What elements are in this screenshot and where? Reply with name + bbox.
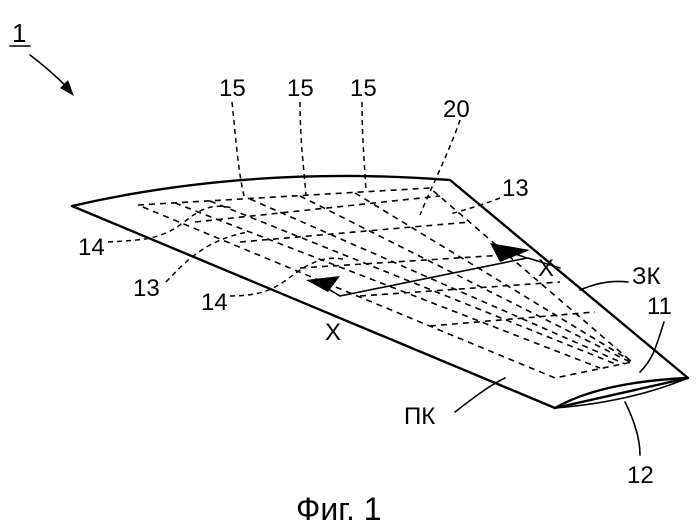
- leader-spar: [449, 197, 501, 215]
- wing-tip-upper: [553, 376, 690, 410]
- leader-stringer: [107, 205, 233, 243]
- figure-pointer-arrowhead: [60, 80, 74, 96]
- wing-tip-lower: [554, 377, 689, 409]
- leader-panel: [419, 119, 461, 216]
- wing-outline: [70, 174, 690, 410]
- rib-line: [239, 221, 471, 243]
- label-stringer: 14: [201, 289, 228, 316]
- label-section: Х: [325, 319, 341, 346]
- spar-line: [249, 198, 626, 365]
- spar-line: [354, 192, 632, 362]
- label-rib: 15: [350, 75, 377, 102]
- leader-stringer: [229, 257, 346, 297]
- label-lower-skin: 12: [627, 462, 654, 489]
- label-rib: 15: [219, 75, 246, 102]
- leader-upper-skin: [639, 321, 665, 373]
- label-section: Х: [538, 255, 554, 282]
- figure-number: 1: [12, 18, 26, 48]
- label-spar: 13: [502, 175, 529, 202]
- leader-rib: [231, 101, 245, 197]
- spar-line: [174, 202, 601, 369]
- label-spar: 13: [133, 275, 160, 302]
- rib-line: [359, 281, 561, 297]
- leader-lower-skin: [624, 401, 641, 456]
- rib-line: [299, 253, 521, 269]
- figure-caption: Фиг. 1: [296, 491, 382, 527]
- label-upper-skin: 11: [647, 293, 672, 320]
- section-tick: [527, 257, 561, 269]
- section-arrowhead: [306, 276, 340, 292]
- leader-trailing-edge: [579, 280, 629, 291]
- label-stringer: 14: [78, 234, 105, 261]
- spar-line: [209, 200, 619, 366]
- section-arrowhead: [490, 243, 530, 262]
- rib-line: [194, 195, 441, 223]
- leader-rib: [299, 101, 307, 196]
- label-leading-edge: ПК: [404, 403, 435, 430]
- rib-line: [429, 311, 596, 327]
- label-trailing-edge: ЗК: [632, 263, 660, 290]
- leader-rib: [361, 101, 367, 193]
- label-panel: 20: [443, 96, 470, 123]
- panel-outline: [137, 187, 634, 379]
- leader-spar: [165, 231, 249, 283]
- spar-line: [299, 195, 631, 363]
- label-rib: 15: [287, 75, 314, 102]
- leader-leading-edge: [454, 377, 506, 413]
